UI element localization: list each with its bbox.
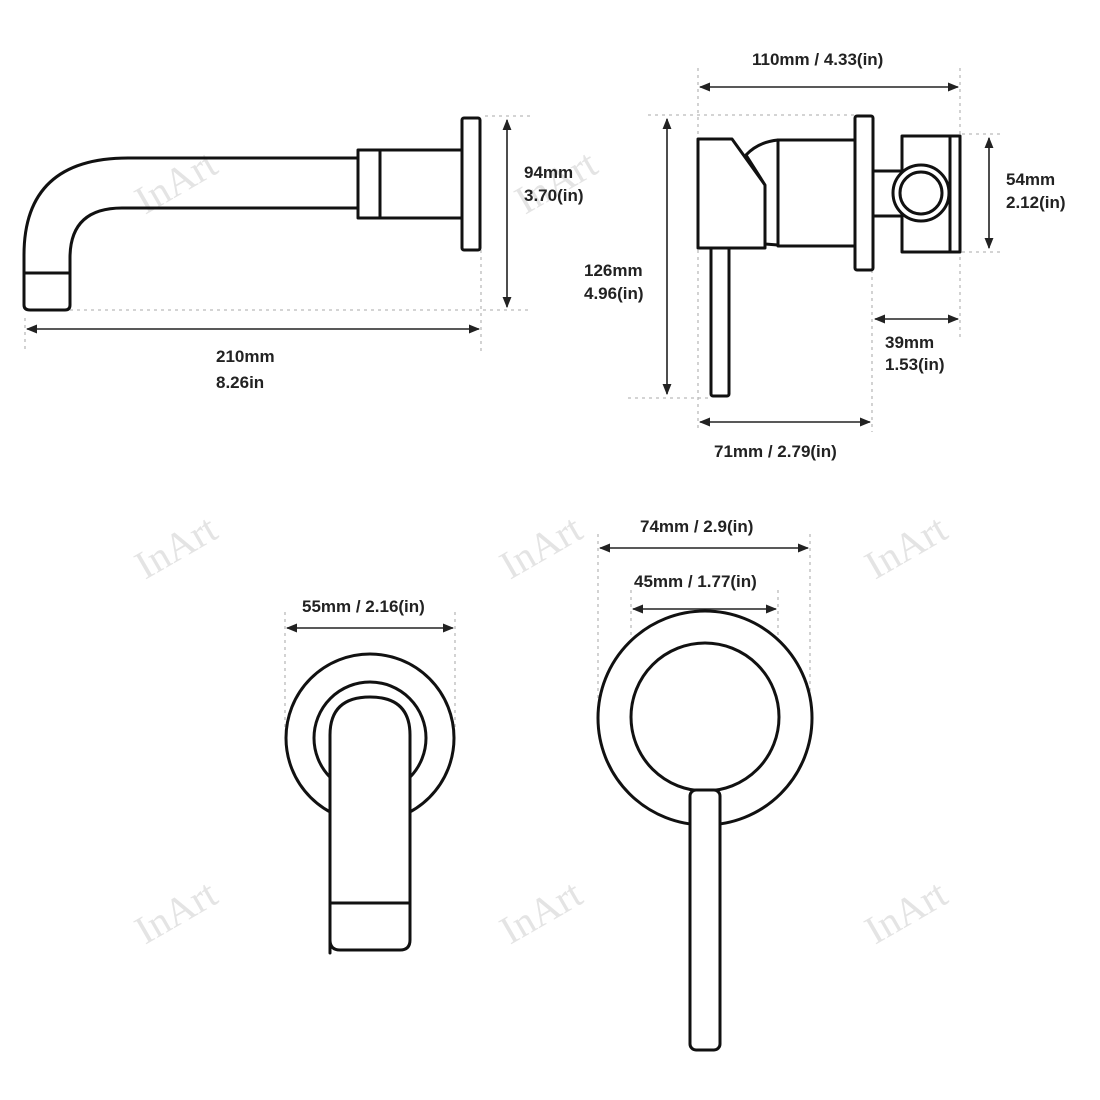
spout-height-mm: 94mm	[524, 163, 573, 182]
watermark: InArt	[492, 871, 590, 953]
mixer-body	[776, 138, 857, 248]
spout-collar	[356, 148, 464, 220]
mixer-lever	[688, 788, 722, 1052]
mixer-flange	[853, 114, 875, 272]
mixer-height-mm: 126mm	[584, 261, 643, 280]
watermark: InArt	[127, 871, 225, 953]
mixer-inner-diameter-label: 45mm / 1.77(in)	[634, 572, 757, 591]
spout-height-in: 3.70(in)	[524, 186, 584, 205]
mixer-lever-stem	[709, 244, 731, 398]
spout-wall-plate	[460, 116, 482, 252]
mixer-handle-base	[629, 641, 781, 793]
mixer-front-depth-label: 71mm / 2.79(in)	[714, 442, 837, 461]
spout-length-mm: 210mm	[216, 347, 275, 366]
mixer-rear-depth-in: 1.53(in)	[885, 355, 945, 374]
mixer-body-height-in: 2.12(in)	[1006, 193, 1066, 212]
watermarks: InArt InArt InArt InArt InArt InArt InAr…	[127, 141, 960, 953]
mixer-plate-diameter-label: 74mm / 2.9(in)	[640, 517, 753, 536]
mixer-rear-depth-mm: 39mm	[885, 333, 934, 352]
spout-front-body	[328, 695, 412, 955]
spout-front-view: 55mm / 2.16(in)	[284, 597, 456, 955]
mixer-body-height-mm: 54mm	[1006, 170, 1055, 189]
watermark: InArt	[857, 506, 955, 588]
mixer-height-in: 4.96(in)	[584, 284, 644, 303]
mixer-side-view: 110mm / 4.33(in) 126mm 4.96(in) 54mm 2.1…	[584, 50, 1066, 461]
mixer-front-view: 74mm / 2.9(in) 45mm / 1.77(in)	[596, 517, 814, 1052]
mixer-width-label: 110mm / 4.33(in)	[752, 50, 883, 69]
spout-length-in: 8.26in	[216, 373, 264, 392]
mixer-inlet-inner	[898, 170, 944, 216]
watermark: InArt	[492, 506, 590, 588]
spout-pipe	[22, 156, 360, 312]
spout-side-view: 94mm 3.70(in) 210mm 8.26in	[22, 115, 584, 392]
watermark: InArt	[857, 871, 955, 953]
watermark: InArt	[127, 506, 225, 588]
watermark: InArt	[127, 141, 225, 223]
spout-plate-diameter-label: 55mm / 2.16(in)	[302, 597, 425, 616]
